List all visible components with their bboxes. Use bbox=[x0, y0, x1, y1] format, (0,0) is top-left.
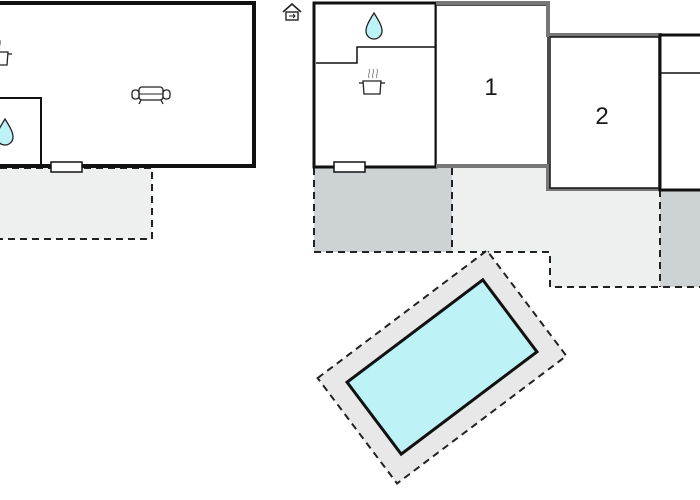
right-covered-terrace bbox=[314, 168, 452, 252]
pool bbox=[344, 277, 540, 457]
left-terrace bbox=[0, 167, 153, 240]
left-building bbox=[0, 1, 256, 173]
sofa-icon bbox=[131, 86, 171, 105]
right-door bbox=[333, 161, 366, 173]
right-terrace-middle bbox=[452, 168, 660, 287]
house-entrance-icon bbox=[282, 2, 302, 21]
cooking-pot-icon bbox=[0, 39, 12, 66]
bedroom-1-room bbox=[435, 4, 549, 167]
water-drop-icon bbox=[0, 117, 14, 146]
room-label-2: 2 bbox=[595, 103, 608, 130]
left-building-outline bbox=[0, 1, 256, 168]
right-unit-c bbox=[658, 33, 700, 192]
cooking-pot-icon bbox=[359, 68, 385, 95]
right-building: 1 2 bbox=[312, 1, 700, 192]
terraces bbox=[0, 167, 700, 288]
right-bathroom-wall bbox=[316, 46, 436, 64]
water-drop-icon bbox=[365, 11, 383, 40]
pool-area bbox=[316, 249, 568, 485]
room-label-1: 1 bbox=[484, 74, 497, 101]
left-bathroom-wall bbox=[0, 97, 42, 166]
far-right-covered-terrace bbox=[660, 190, 700, 287]
left-door bbox=[50, 161, 83, 173]
